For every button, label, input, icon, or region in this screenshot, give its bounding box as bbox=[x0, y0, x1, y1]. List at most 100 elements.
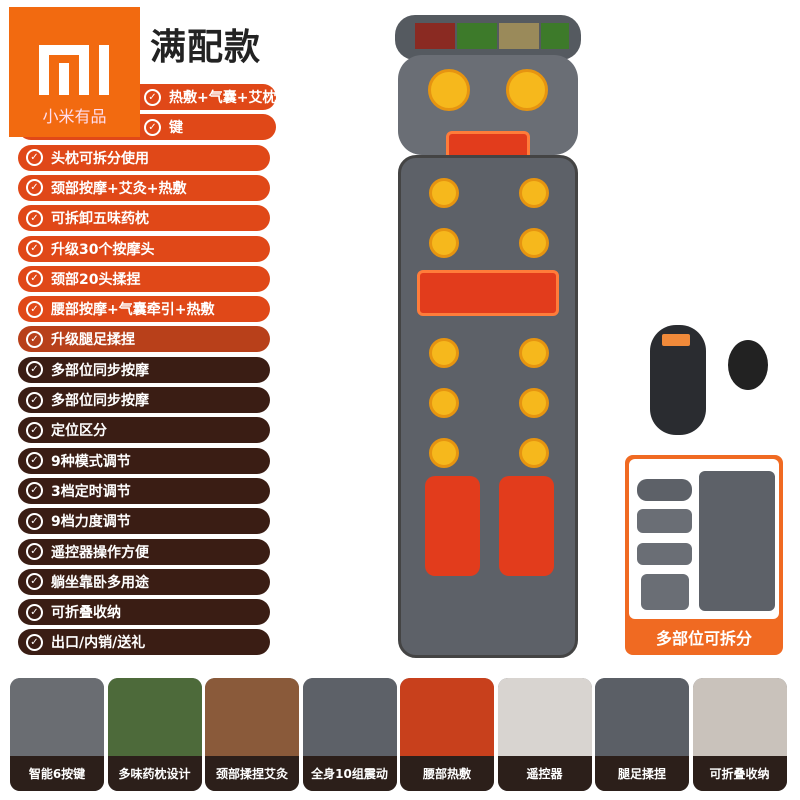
herbal-pillow bbox=[395, 15, 581, 60]
detachable-parts-panel: 多部位可拆分 bbox=[625, 455, 783, 655]
remote-control-image bbox=[628, 310, 785, 455]
thumbnail: 可折叠收纳 bbox=[692, 678, 787, 791]
massage-node bbox=[519, 228, 549, 258]
logo-text: 小米有品 bbox=[42, 107, 107, 126]
thumbnail-image bbox=[302, 678, 397, 756]
feature-label: 头枕可拆分使用 bbox=[51, 150, 149, 167]
thumbnail: 多味药枕设计 bbox=[107, 678, 202, 791]
feature-label: 出口/内销/送礼 bbox=[51, 635, 146, 652]
thumbnail-caption: 腿足揉捏 bbox=[595, 756, 689, 791]
thumbnail-caption: 全身10组震动 bbox=[302, 756, 397, 791]
feature-label: 颈部20头揉捏 bbox=[51, 271, 141, 288]
thumbnail: 腿足揉捏 bbox=[595, 678, 689, 791]
parts-label: 多部位可拆分 bbox=[655, 629, 752, 648]
thumbnail-caption: 多味药枕设计 bbox=[107, 756, 202, 791]
thumbnail-image bbox=[107, 678, 202, 756]
feature-label: 升级30个按摩头 bbox=[51, 241, 155, 258]
check-circle-icon: ✓ bbox=[26, 391, 43, 409]
check-circle-icon: ✓ bbox=[26, 512, 43, 530]
feature-item: ✓ 可拆卸五味药枕 bbox=[18, 205, 270, 232]
thumbnail: 智能6按键 bbox=[10, 678, 104, 791]
feature-label: 腰部按摩+气囊牵引+热敷 bbox=[51, 302, 215, 319]
thumbnail-image bbox=[692, 678, 787, 756]
feature-item: ✓ 躺坐靠卧多用途 bbox=[18, 568, 270, 595]
page-title: 满配款 bbox=[150, 27, 262, 68]
feature-item: ✓ 升级30个按摩头 bbox=[18, 235, 270, 262]
massage-node bbox=[519, 178, 549, 208]
massage-node bbox=[519, 438, 549, 468]
feature-item: ✓ 可折叠收纳 bbox=[18, 599, 270, 626]
feature-item: ✓ 颈部按摩+艾灸+热敷 bbox=[18, 174, 270, 201]
thumbnail-caption: 腰部热敷 bbox=[400, 756, 494, 791]
thumbnail-image bbox=[595, 678, 689, 756]
thumbnail: 腰部热敷 bbox=[400, 678, 494, 791]
check-circle-icon: ✓ bbox=[144, 88, 161, 106]
feature-item: ✓ 头枕可拆分使用 bbox=[18, 144, 270, 171]
feature-item: ✓ 升级腿足揉捏 bbox=[18, 326, 270, 353]
feature-label: 9种模式调节 bbox=[51, 453, 131, 470]
feature-label: 键 bbox=[169, 120, 183, 137]
feature-label: 升级腿足揉捏 bbox=[51, 332, 135, 349]
feature-label: 躺坐靠卧多用途 bbox=[51, 574, 149, 591]
check-circle-icon: ✓ bbox=[26, 421, 43, 439]
check-circle-icon: ✓ bbox=[26, 240, 43, 257]
thumbnail-caption: 遥控器 bbox=[497, 756, 592, 791]
massage-node bbox=[429, 438, 459, 468]
feature-label: 定位区分 bbox=[51, 423, 107, 440]
thumbnail-caption: 智能6按键 bbox=[10, 756, 104, 791]
feature-label: 可折叠收纳 bbox=[51, 605, 121, 622]
check-circle-icon: ✓ bbox=[26, 361, 43, 379]
thumbnail-image bbox=[497, 678, 592, 756]
feature-item: ✓ 颈部20头揉捏 bbox=[18, 265, 270, 292]
thumbnail: 遥控器 bbox=[497, 678, 592, 791]
feature-item: ✓ 多部位同步按摩 bbox=[18, 356, 270, 383]
feature-label: 9档力度调节 bbox=[51, 514, 131, 531]
check-circle-icon: ✓ bbox=[26, 179, 43, 197]
check-circle-icon: ✓ bbox=[26, 452, 43, 470]
feature-item: ✓ 遥控器操作方便 bbox=[18, 538, 270, 565]
feature-item: ✓ 出口/内销/送礼 bbox=[18, 629, 270, 656]
feature-item: ✓ 多部位同步按摩 bbox=[18, 387, 270, 413]
massage-node bbox=[429, 178, 459, 208]
feature-item: ✓ 腰部按摩+气囊牵引+热敷 bbox=[18, 296, 270, 323]
thumbnail: 颈部揉捏艾灸 bbox=[205, 678, 299, 791]
check-circle-icon: ✓ bbox=[26, 300, 43, 318]
check-circle-icon: ✓ bbox=[26, 330, 43, 348]
check-circle-icon: ✓ bbox=[26, 209, 43, 227]
feature-label: 多部位同步按摩 bbox=[51, 362, 149, 379]
feature-label: 热敷+气囊+艾枕 bbox=[169, 90, 277, 106]
thumbnail-image bbox=[205, 678, 299, 756]
thumbnail-caption: 颈部揉捏艾灸 bbox=[205, 756, 299, 791]
check-circle-icon: ✓ bbox=[26, 573, 43, 591]
feature-label: 3档定时调节 bbox=[51, 483, 131, 500]
feature-label: 多部位同步按摩 bbox=[51, 393, 149, 409]
check-circle-icon: ✓ bbox=[144, 118, 161, 136]
massage-node bbox=[519, 338, 549, 368]
neck-section bbox=[398, 55, 578, 161]
massage-node bbox=[519, 388, 549, 418]
feature-item: ✓ 9种模式调节 bbox=[18, 447, 270, 474]
body-section bbox=[398, 155, 578, 658]
massage-mat-image bbox=[395, 15, 581, 658]
feature-label: 颈部按摩+艾灸+热敷 bbox=[51, 180, 187, 197]
feature-item: ✓ 3档定时调节 bbox=[18, 477, 270, 504]
feature-item: ✓ 9档力度调节 bbox=[18, 508, 270, 535]
check-circle-icon: ✓ bbox=[26, 603, 43, 621]
mi-logo-mark bbox=[39, 45, 111, 95]
check-circle-icon: ✓ bbox=[26, 482, 43, 500]
check-circle-icon: ✓ bbox=[26, 633, 43, 651]
massage-node bbox=[429, 228, 459, 258]
thumbnail-image bbox=[10, 678, 104, 756]
massage-node bbox=[429, 388, 459, 418]
thumbnail: 全身10组震动 bbox=[302, 678, 397, 791]
massage-node bbox=[429, 338, 459, 368]
check-circle-icon: ✓ bbox=[26, 149, 43, 167]
feature-label: 遥控器操作方便 bbox=[51, 544, 149, 561]
feature-label: 可拆卸五味药枕 bbox=[51, 211, 149, 228]
xiaomi-youpin-logo: 小米有品 bbox=[9, 7, 140, 137]
check-circle-icon: ✓ bbox=[26, 270, 43, 288]
thumbnail-image bbox=[400, 678, 494, 756]
check-circle-icon: ✓ bbox=[26, 543, 43, 560]
thumbnail-caption: 可折叠收纳 bbox=[692, 756, 787, 791]
feature-item: ✓ 定位区分 bbox=[18, 417, 270, 444]
